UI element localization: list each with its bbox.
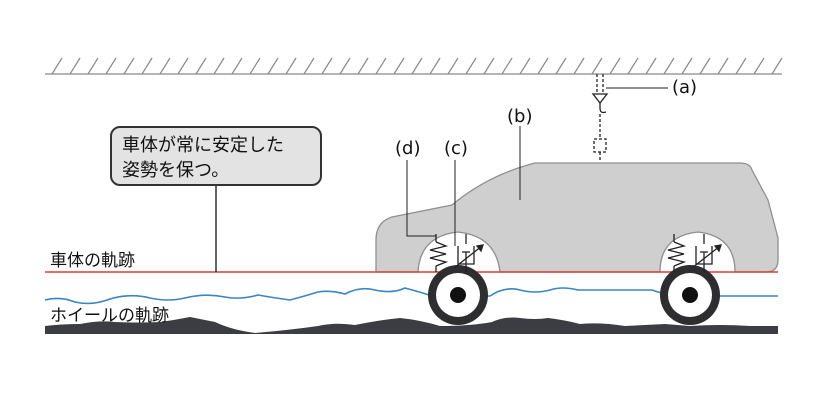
- label-d: (d): [395, 138, 421, 159]
- ceiling: [45, 57, 783, 75]
- callout-line-1: 車体が常に安定した: [122, 135, 284, 156]
- rear-spring-icon: [667, 234, 687, 272]
- label-a: (a): [672, 77, 698, 98]
- wheel-track-line: [44, 287, 778, 305]
- callout-box: 車体が常に安定した 姿勢を保つ。: [110, 126, 322, 186]
- ground: [45, 317, 778, 334]
- callout-line-2: 姿勢を保つ。: [122, 160, 230, 181]
- crane-hook-icon: [591, 74, 609, 160]
- car-body: [375, 162, 779, 273]
- label-b: (b): [507, 106, 533, 127]
- leader-d: [406, 160, 436, 237]
- front-spring-icon: [429, 234, 449, 272]
- rear-damper-icon: [691, 234, 722, 272]
- front-wheel-icon: [428, 265, 488, 325]
- front-damper-icon: [453, 234, 484, 272]
- rear-wheel-icon: [660, 265, 720, 325]
- body-track-label: 車体の軌跡: [50, 251, 135, 271]
- wheel-track-label: ホイールの軌跡: [50, 306, 169, 326]
- label-c: (c): [444, 138, 468, 159]
